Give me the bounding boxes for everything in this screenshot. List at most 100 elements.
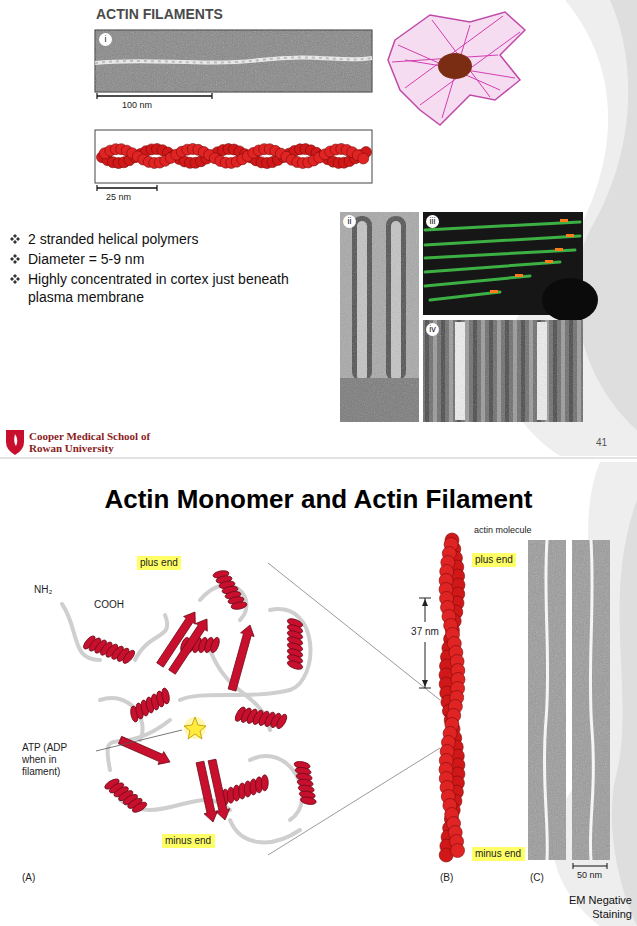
scale-bar-tick bbox=[573, 863, 574, 869]
em-filament bbox=[590, 540, 593, 860]
logo-flame bbox=[14, 434, 17, 446]
school-logo bbox=[6, 430, 24, 455]
actin-filament-model bbox=[97, 144, 372, 169]
alpha-helix bbox=[286, 617, 303, 671]
bullet-diamond bbox=[13, 240, 17, 244]
beta-strand bbox=[208, 759, 230, 820]
actin-monomer-ribbon bbox=[81, 565, 318, 822]
em-panel bbox=[95, 30, 372, 92]
green-fiber bbox=[425, 276, 530, 286]
scale-label: 100 nm bbox=[122, 100, 152, 110]
helix-turn bbox=[121, 648, 137, 665]
slide-separator bbox=[0, 458, 637, 459]
em-grain bbox=[423, 320, 583, 422]
focal-adhesion bbox=[545, 260, 553, 263]
scale-bar-tick bbox=[607, 863, 608, 869]
bullet-diamond bbox=[16, 237, 20, 241]
bullet-diamond bbox=[13, 254, 17, 258]
cell-shadow bbox=[542, 278, 598, 322]
stress-fibers bbox=[392, 16, 520, 118]
em-panel bbox=[528, 540, 566, 860]
atp-glow bbox=[184, 717, 206, 739]
em-filament bbox=[544, 540, 547, 860]
scale-bar-tick bbox=[96, 93, 97, 99]
end-label: minus end bbox=[165, 835, 212, 847]
em-grain bbox=[572, 540, 610, 860]
end-label: minus end bbox=[475, 848, 522, 860]
end-highlight-box: plus end bbox=[472, 553, 516, 567]
helix-turn bbox=[161, 688, 171, 705]
model-frame bbox=[95, 130, 372, 183]
dimension-tick bbox=[419, 688, 431, 689]
focal-adhesion bbox=[515, 274, 523, 277]
helix-turn bbox=[231, 601, 248, 611]
actin-subunit bbox=[451, 844, 465, 858]
page-number: 41 bbox=[596, 437, 607, 448]
school-name: Cooper Medical School of Rowan Universit… bbox=[29, 430, 169, 454]
end-label: plus end bbox=[140, 557, 178, 569]
scale-bar-tick bbox=[156, 185, 157, 191]
helix-turn bbox=[300, 796, 317, 806]
slide-heading: Actin Monomer and Actin Filament bbox=[20, 484, 617, 515]
bullet-diamond bbox=[16, 257, 20, 261]
protein-loop bbox=[135, 615, 167, 660]
alpha-helix bbox=[292, 758, 318, 808]
bullet-diamond bbox=[10, 257, 14, 261]
beta-strand bbox=[169, 619, 208, 674]
helix-turn bbox=[275, 713, 289, 730]
bullet-diamond bbox=[13, 274, 17, 278]
green-fiber bbox=[425, 236, 580, 245]
focal-adhesion bbox=[560, 219, 568, 222]
stress-fiber bbox=[405, 16, 503, 88]
actin-filament-model bbox=[439, 533, 465, 862]
bullet-diamond bbox=[13, 280, 17, 284]
dimension-arrowhead bbox=[422, 680, 428, 687]
bullet-diamond bbox=[13, 234, 17, 238]
bullet-diamond bbox=[13, 260, 17, 264]
scale-bar bbox=[97, 187, 157, 189]
em-filament-beads bbox=[95, 57, 372, 63]
panel-letter: (B) bbox=[440, 872, 453, 883]
background-swoosh bbox=[576, 0, 637, 430]
em-grain bbox=[340, 212, 419, 422]
em-grain bbox=[95, 30, 372, 92]
green-fiber bbox=[425, 222, 580, 230]
protein-loop bbox=[230, 820, 300, 842]
em-panel bbox=[340, 212, 419, 422]
scale-bar-tick bbox=[211, 93, 212, 99]
scale-label: 50 nm bbox=[577, 870, 602, 880]
end-highlight-box: plus end bbox=[137, 556, 181, 570]
scale-bar-tick bbox=[96, 185, 97, 191]
em-panel bbox=[572, 540, 610, 860]
em-grain bbox=[528, 540, 566, 860]
slide-heading: ACTIN FILAMENTS bbox=[96, 6, 223, 22]
protein-loop bbox=[62, 604, 100, 660]
helix-turn bbox=[261, 775, 268, 791]
bullet-text: Diameter = 5-9 nm bbox=[28, 250, 333, 268]
end-highlight-box: minus end bbox=[162, 834, 215, 848]
protein-loop bbox=[100, 698, 143, 740]
em-panel bbox=[423, 320, 583, 422]
panel-letter: (C) bbox=[530, 872, 544, 883]
protein-loop bbox=[180, 690, 290, 700]
alpha-helix bbox=[210, 565, 249, 615]
nucleus bbox=[438, 53, 472, 79]
panel-letter: (A) bbox=[22, 872, 35, 883]
end-highlight-box: minus end bbox=[472, 847, 525, 861]
panel-number: i bbox=[99, 33, 112, 46]
zoom-line bbox=[268, 748, 440, 855]
atp-label: ATP (ADP when in filament) bbox=[22, 742, 92, 778]
terminus-label: COOH bbox=[94, 599, 124, 610]
green-fiber bbox=[425, 262, 560, 272]
alpha-helix bbox=[102, 774, 150, 818]
helix-turn bbox=[286, 659, 303, 671]
bullet-glyphs bbox=[10, 234, 20, 284]
cell-outline bbox=[388, 12, 525, 125]
focal-adhesion bbox=[490, 290, 498, 293]
bullet-diamond bbox=[10, 277, 14, 281]
technique-note: EM Negative Staining bbox=[530, 893, 632, 921]
bullet-diamond bbox=[16, 277, 20, 281]
beta-strand bbox=[118, 736, 170, 764]
